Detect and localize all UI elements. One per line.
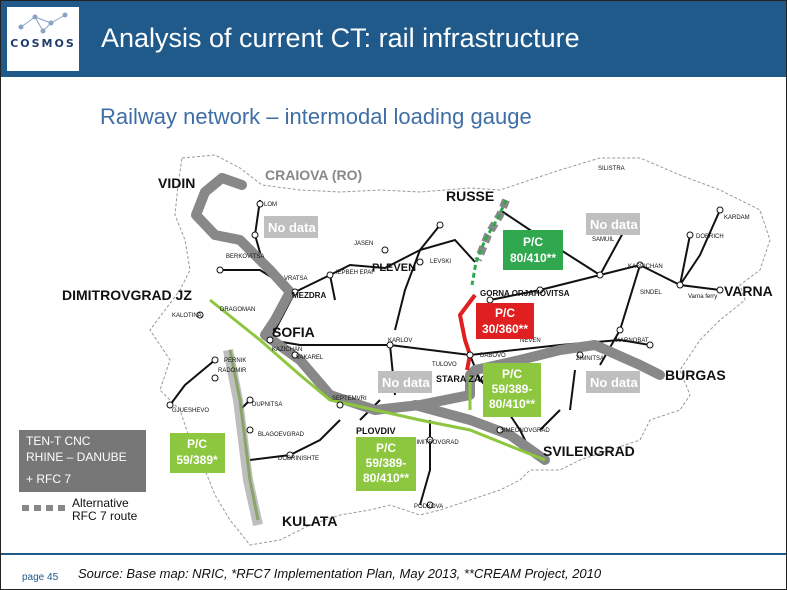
station-gjueshevo: GJUESHEVO — [172, 408, 209, 414]
station-iepbeh: IEPBEH EPAF — [336, 270, 375, 276]
legend-rfc7: + RFC 7 — [26, 472, 72, 486]
legend-alternative: Alternative RFC 7 route — [72, 497, 137, 523]
sofia-kulata-grey — [223, 349, 263, 527]
svg-text:No data: No data — [590, 217, 638, 232]
bulgaria-outline — [149, 154, 771, 546]
station-karnobat: KARNOBAT — [616, 338, 649, 344]
city-stara-zagora: STARA ZAGORA — [436, 374, 508, 384]
station-dobrinishte: DOBRINISHTE — [278, 456, 319, 462]
svg-text:No data: No data — [590, 375, 638, 390]
station-pernik: PERNIK — [224, 358, 246, 364]
svg-text:P/C: P/C — [523, 235, 543, 249]
gauge-box-plovdiv: P/C 59/389- 80/410** — [356, 437, 416, 491]
station-kazichan: KAZICHAN — [272, 347, 302, 353]
station-dobrich: DOBRICH — [696, 234, 724, 240]
station-mezdra: MEZDRA — [292, 291, 326, 300]
city-craiova: CRAIOVA (RO) — [265, 167, 362, 183]
header-bar: COSMOS Analysis of current CT: rail infr… — [1, 1, 786, 77]
page-subtitle: Railway network – intermodal loading gau… — [100, 104, 532, 129]
station-kardam: KARDAM — [724, 215, 750, 221]
svg-text:80/410**: 80/410** — [363, 471, 409, 485]
svg-text:P/C: P/C — [495, 306, 515, 320]
no-data-box-3: No data — [378, 371, 432, 393]
city-plovdiv: PLOVDIV — [356, 426, 396, 436]
station-samuil: SAMUIL — [592, 237, 615, 243]
page-title: Analysis of current CT: rail infrastruct… — [101, 23, 580, 53]
station-jasen: JASEN — [354, 241, 373, 247]
station-zimnitsa: ZIMNITSA — [576, 356, 604, 362]
city-sofia: SOFIA — [272, 324, 315, 340]
city-varna: VARNA — [724, 283, 773, 299]
legend-alt-line1: Alternative — [72, 496, 129, 510]
gauge-box-kulata: P/C 59/389* — [170, 433, 225, 473]
city-kulata: KULATA — [282, 513, 337, 529]
station-vratsa: VRATSA — [284, 276, 308, 282]
svg-text:80/410**: 80/410** — [489, 397, 535, 411]
station-dragoman: DRAGOMAN — [220, 307, 255, 313]
station-septemvri: SEPTEMVRI — [332, 396, 367, 402]
station-dimitrovgrad: DIMITROVGRAD — [412, 440, 459, 446]
station-neven: NEVEN — [520, 338, 541, 344]
svg-text:59/389-: 59/389- — [492, 382, 533, 396]
legend-ten-t-line1: TEN-T CNC — [26, 434, 91, 448]
footer-divider — [1, 553, 786, 555]
no-data-box-2: No data — [586, 213, 640, 235]
no-data-box-4: No data — [586, 371, 640, 393]
green-dashed-segment — [470, 199, 508, 286]
svg-text:No data: No data — [268, 220, 316, 235]
city-dimitrovgrad-jz: DIMITROVGRAD JZ — [62, 287, 192, 303]
station-tulovo: TULOVO — [432, 362, 457, 368]
station-lom: LOM — [264, 202, 277, 208]
station-karlov: KARLOV — [388, 338, 412, 344]
red-segment — [457, 293, 477, 371]
legend-ten-t-line2: RHINE – DANUBE — [26, 450, 127, 464]
city-russe: RUSSE — [446, 188, 494, 204]
station-dabovo: DABOVO — [480, 353, 506, 359]
station-silistra: SILISTRA — [598, 166, 625, 172]
legend-ten-t: TEN-T CNC RHINE – DANUBE + RFC 7 — [19, 430, 146, 492]
legend-alt-line2: RFC 7 route — [72, 509, 138, 523]
svg-text:59/389-: 59/389- — [366, 456, 407, 470]
station-berkovitsa: BERKOVITSA — [226, 254, 264, 260]
no-data-box-1: No data — [264, 216, 318, 238]
logo-text: COSMOS — [10, 37, 76, 50]
city-vidin: VIDIN — [158, 175, 195, 191]
gauge-box-gorna: P/C 30/360** — [476, 303, 534, 339]
station-simeonovgrad: SIMEONOVGRAD — [500, 428, 550, 434]
station-dots — [166, 200, 724, 509]
cosmos-logo: COSMOS — [7, 7, 79, 71]
gauge-box-russe: P/C 80/410** — [503, 230, 563, 270]
city-svilengrad: SVILENGRAD — [543, 443, 635, 459]
city-pleven: PLEVEN — [372, 262, 416, 274]
station-vakarel: VAKAREL — [296, 355, 324, 361]
city-burgas: BURGAS — [665, 367, 726, 383]
svg-text:80/410**: 80/410** — [510, 251, 556, 265]
ten-t-corridor — [191, 173, 665, 465]
station-radomir: RADOMIR — [218, 368, 247, 374]
station-dupnitsa: DUPNITSA — [252, 402, 282, 408]
svg-text:30/360**: 30/360** — [482, 322, 528, 336]
station-sindel: SINDEL — [640, 290, 662, 296]
svg-text:P/C: P/C — [187, 437, 207, 451]
svg-text:P/C: P/C — [376, 441, 396, 455]
gauge-box-stara-zagora: P/C 59/389- 80/410** — [483, 363, 541, 417]
station-varna-ferry: Varna ferry — [688, 294, 717, 300]
svg-text:59/389*: 59/389* — [176, 453, 218, 467]
svg-text:P/C: P/C — [502, 367, 522, 381]
station-kaspichan: KASPICHAN — [628, 264, 663, 270]
station-podkova: PODKOVA — [414, 504, 443, 510]
page-number: page 45 — [22, 572, 59, 583]
svg-text:No data: No data — [382, 375, 430, 390]
station-kalotina: KALOTINA — [172, 313, 202, 319]
station-levski: LEVSKI — [430, 259, 451, 265]
station-blagoevgrad: BLAGOEVGRAD — [258, 432, 305, 438]
source-note: Source: Base map: NRIC, *RFC7 Implementa… — [78, 566, 602, 581]
city-gorna-orjahovitsa: GORNA ORJAHOVITSA — [480, 289, 570, 298]
logo-network-icon — [18, 12, 68, 34]
